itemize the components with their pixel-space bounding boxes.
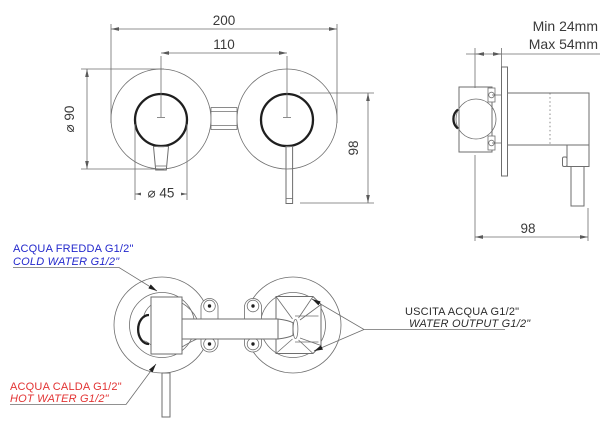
cross-pipe (181, 318, 299, 340)
side-view: Min 24mm Max 54mm 98 (452, 18, 600, 241)
side-wall-plate (501, 66, 508, 177)
mounting-brackets (200, 298, 262, 353)
depth-max-label: Max 54mm (529, 36, 598, 52)
dim-center-distance-label: 110 (213, 37, 235, 52)
side-inwall-body (458, 86, 493, 153)
front-right-lever-handle (285, 146, 294, 204)
bottom-view: ACQUA FREDDA G1/2" COLD WATER G1/2" ACQU… (10, 243, 531, 418)
hot-water-callout: ACQUA CALDA G1/2" HOT WATER G1/2" (10, 363, 157, 405)
hot-label-english: HOT WATER G1/2" (10, 393, 110, 405)
cold-label-italian: ACQUA FREDDA G1/2" (13, 243, 134, 255)
dim-front-height: 98 (300, 92, 374, 204)
side-lever-handle (562, 144, 590, 207)
side-inlet-crescent (452, 108, 459, 130)
dim-knob-diameter: ⌀ 45 (134, 124, 188, 201)
water-output-callout: USCITA ACQUA G1/2" WATER OUTPUT G1/2" (311, 298, 531, 352)
front-left-stub-handle (152, 146, 170, 171)
cold-label-english: COLD WATER G1/2" (13, 256, 120, 268)
dim-total-width-label: 200 (213, 13, 236, 28)
depth-min-label: Min 24mm (533, 18, 598, 34)
dim-knob-diameter-label: ⌀ 45 (148, 186, 175, 201)
dim-side-projection-label: 98 (520, 221, 535, 236)
hot-leader-line (10, 363, 157, 405)
front-connector-pipe (210, 107, 238, 130)
valve-body-rear (137, 296, 198, 355)
valve-crescent (137, 313, 150, 346)
side-knob-cylinder (507, 92, 590, 146)
dim-total-width: 200 (110, 13, 338, 123)
dim-rosette-diameter: ⌀ 90 (62, 68, 164, 170)
front-view: 200 110 ⌀ 90 ⌀ 45 (62, 13, 374, 204)
dim-install-depth: Min 24mm Max 54mm (466, 18, 600, 88)
dim-side-projection: 98 (474, 155, 589, 241)
cold-leader-line (13, 267, 158, 292)
cold-water-callout: ACQUA FREDDA G1/2" COLD WATER G1/2" (13, 243, 158, 292)
dim-rosette-diameter-label: ⌀ 90 (62, 106, 77, 133)
side-cartridge-circle (455, 98, 497, 140)
dim-front-height-label: 98 (346, 140, 361, 155)
output-label-italian: USCITA ACQUA G1/2" (405, 306, 519, 318)
output-label-english: WATER OUTPUT G1/2" (409, 318, 531, 330)
output-leader-bottom (313, 329, 365, 352)
hot-label-italian: ACQUA CALDA G1/2" (10, 381, 122, 393)
dim-center-distance: 110 (157, 37, 291, 118)
bottom-lever-rod (161, 372, 171, 418)
output-body-octagon (275, 296, 322, 354)
